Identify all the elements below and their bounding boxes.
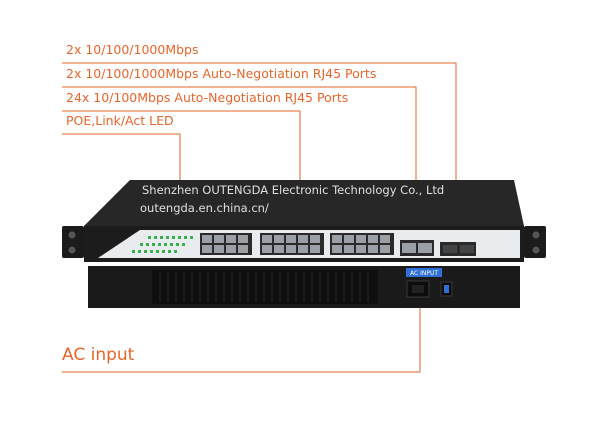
callout-rj45-100: 24x 10/100Mbps Auto-Negotiation RJ45 Por… (66, 90, 349, 105)
callout-leds: POE,Link/Act LED (66, 113, 174, 128)
power-switch (440, 281, 453, 297)
rj45-port-block-2 (260, 233, 324, 255)
rack-ear-left (62, 226, 84, 258)
ac-input-tag (406, 268, 442, 277)
power-socket (406, 280, 430, 298)
rj45-port-block-1 (200, 233, 252, 255)
sfp-ports (440, 242, 476, 256)
led-array (132, 236, 193, 253)
ac-input-tag-text: AC INPUT (410, 270, 438, 277)
gigabit-rj45-ports (400, 240, 434, 256)
leader-line-ac-input (62, 293, 421, 373)
callout-rj45-1000: 2x 10/100/1000Mbps Auto-Negotiation RJ45… (66, 66, 377, 81)
vent-grille (152, 270, 378, 304)
watermark-company: Shenzhen OUTENGDA Electronic Technology … (142, 183, 445, 197)
callout-ac-input: AC input (62, 345, 135, 365)
watermark-site: outengda.en.china.cn/ (140, 201, 269, 215)
chassis-top (84, 180, 524, 226)
rack-ear-right (524, 226, 546, 258)
rj45-port-block-3 (330, 233, 394, 255)
callout-uplink-1000: 2x 10/100/1000Mbps (66, 42, 199, 57)
